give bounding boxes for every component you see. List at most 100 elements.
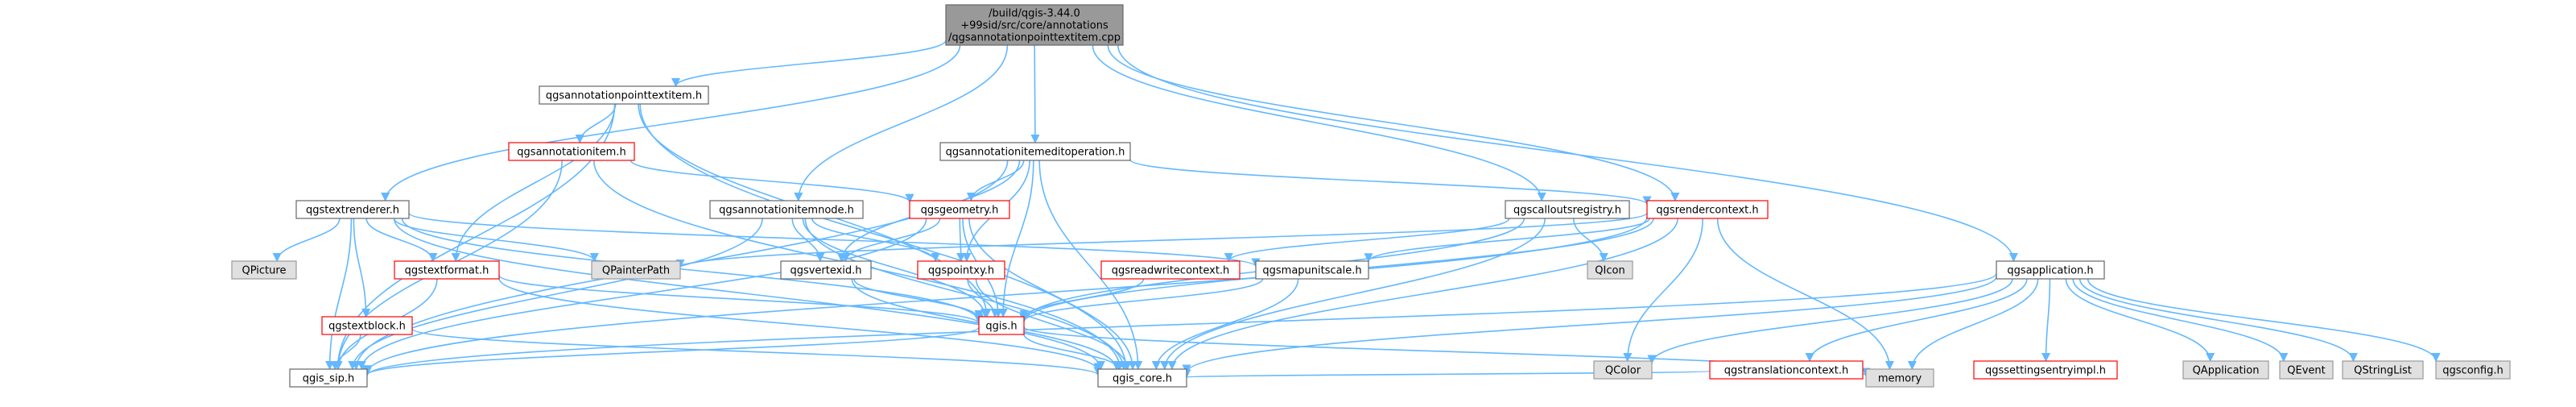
edge-textrenderer_h-to-qgis_sip_h — [324, 218, 353, 371]
edge-root-to-pointtextitem_h — [671, 39, 947, 88]
node-box — [2279, 360, 2334, 380]
node-label: QEvent — [2287, 365, 2325, 377]
node-label: qgsannotationitemnode.h — [719, 205, 854, 217]
node-label: QApplication — [2193, 365, 2260, 377]
node-itemeditop_h[interactable]: qgsannotationitemeditoperation.h — [939, 142, 1131, 161]
node-box — [2182, 360, 2269, 380]
edge-textformat_h-to-qgis_core_h — [498, 277, 1103, 372]
edge-application_h-to-qgsconfig_h — [2087, 278, 2441, 363]
node-label: /qgsannotationpointtextitem.cpp — [948, 32, 1121, 44]
edge-itemeditop_h-to-rendercontext_h — [1129, 159, 1652, 206]
edge-itemnode_h-to-pointxy_h — [811, 218, 940, 263]
edge-root-to-calloutsregistry_h — [1092, 44, 1546, 202]
node-qgis_sip_h[interactable]: qgis_sip.h — [289, 368, 368, 388]
edge-textrenderer_h-to-qgis_core_h — [393, 218, 1105, 371]
node-box — [939, 142, 1131, 161]
node-textformat_h[interactable]: qgstextformat.h — [394, 260, 500, 280]
edge-application_h-to-qcolor — [1647, 278, 2013, 364]
node-application_h[interactable]: qgsapplication.h — [1996, 260, 2105, 280]
node-qevent: QEvent — [2279, 360, 2334, 380]
node-box — [1593, 360, 1653, 380]
node-label: qgstextblock.h — [328, 321, 406, 333]
edge-application_h-to-qgis_core_h — [1182, 276, 1997, 374]
edge-annotationitem_h-to-geometry_h — [630, 160, 914, 203]
node-box — [1505, 200, 1630, 219]
edge-textblock_h-to-qgis_core_h — [411, 328, 1103, 376]
node-label: qgsapplication.h — [2007, 265, 2093, 277]
edge-application_h-to-qevent — [2072, 278, 2289, 363]
node-label: QIcon — [1595, 265, 1624, 277]
edge-rendercontext_h-to-memory — [1716, 218, 1894, 371]
node-translationcontext_h[interactable]: qgstranslationcontext.h — [1709, 360, 1864, 380]
edge-mapunitscale_h-to-qgis_h — [1019, 278, 1264, 323]
node-box — [1709, 360, 1864, 380]
node-label: qgsconfig.h — [2442, 365, 2503, 377]
edge-translationcontext_h-to-qgis_core_h — [1183, 368, 1711, 379]
node-settingsentryimpl_h[interactable]: qgssettingsentryimpl.h — [1973, 360, 2118, 380]
node-label: qgsvertexid.h — [790, 265, 861, 277]
node-label: qgstextformat.h — [405, 265, 489, 277]
node-box — [945, 4, 1124, 46]
node-itemnode_h[interactable]: qgsannotationitemnode.h — [709, 200, 864, 219]
edge-mapunitscale_h-to-qgis_core_h — [1151, 278, 1299, 371]
node-box — [1100, 260, 1241, 280]
node-root[interactable]: /build/qgis-3.44.0+99sid/src/core/annota… — [945, 4, 1124, 46]
node-vertexid_h[interactable]: qgsvertexid.h — [780, 260, 872, 280]
node-calloutsregistry_h[interactable]: qgscalloutsregistry.h — [1505, 200, 1630, 219]
node-pointxy_h[interactable]: qgspointxy.h — [917, 260, 1005, 280]
node-label: qgis_sip.h — [303, 373, 354, 385]
edge-textrenderer_h-to-textformat_h — [365, 218, 438, 263]
edge-readwritecontext_h-to-qgis_h — [1019, 278, 1145, 319]
edge-application_h-to-translationcontext_h — [1805, 278, 2028, 363]
node-rendercontext_h[interactable]: qgsrendercontext.h — [1646, 200, 1769, 219]
node-annotationitem_h[interactable]: qgsannotationitem.h — [508, 142, 635, 161]
node-label: QPicture — [242, 265, 287, 277]
node-label: qgscalloutsregistry.h — [1513, 205, 1621, 217]
node-qgis_core_h[interactable]: qgis_core.h — [1097, 368, 1187, 388]
node-box — [780, 260, 872, 280]
edge-rendercontext_h-to-qgis_core_h — [1167, 218, 1678, 371]
node-mapunitscale_h[interactable]: qgsmapunitscale.h — [1255, 260, 1369, 280]
edge-qgis_h-to-qgis_sip_h — [362, 326, 980, 376]
node-label: qgsmapunitscale.h — [1262, 265, 1361, 277]
edge-root-to-rendercontext_h — [1107, 44, 1680, 202]
edge-root-to-textrenderer_h — [381, 44, 961, 202]
node-box — [295, 200, 410, 219]
node-box — [1865, 368, 1934, 388]
node-qpainterpath: QPainterPath — [591, 260, 681, 280]
node-geometry_h[interactable]: qgsgeometry.h — [909, 200, 1010, 219]
node-memory: memory — [1865, 368, 1934, 388]
node-pointtextitem_h[interactable]: qgsannotationpointtextitem.h — [539, 85, 709, 105]
edge-application_h-to-qapplication — [2065, 278, 2215, 363]
node-box — [1097, 368, 1187, 388]
node-label: qgsgeometry.h — [921, 205, 999, 217]
node-label: +99sid/src/core/annotations — [960, 20, 1108, 32]
edge-calloutsregistry_h-to-qicon — [1572, 218, 1608, 263]
edge-pointxy_h-to-qgis_core_h — [975, 278, 1133, 371]
node-label: QStringList — [2354, 365, 2412, 377]
edge-application_h-to-settingsentryimpl_h — [2041, 278, 2051, 363]
edge-qgis_h-to-qgis_core_h — [1023, 334, 1123, 371]
node-box — [321, 316, 413, 335]
node-box — [2342, 360, 2424, 380]
edge-textrenderer_h-to-qpainterpath — [393, 218, 599, 263]
node-qstringlist: QStringList — [2342, 360, 2424, 380]
edge-itemnode_h-to-qgis_core_h — [804, 218, 1129, 371]
node-label: qgstranslationcontext.h — [1724, 365, 1849, 377]
node-qpicture: QPicture — [231, 260, 297, 280]
node-textblock_h[interactable]: qgstextblock.h — [321, 316, 413, 335]
edge-calloutsregistry_h-to-qgis_core_h — [1160, 218, 1546, 371]
edge-application_h-to-qgis_sip_h — [362, 272, 1997, 377]
edge-pointxy_h-to-qgis_h — [967, 278, 1000, 318]
node-box — [978, 316, 1025, 335]
node-label: qgspointxy.h — [928, 265, 994, 277]
node-label: qgis.h — [985, 321, 1017, 333]
node-label: qgsannotationitemeditoperation.h — [946, 147, 1125, 159]
node-readwritecontext_h[interactable]: qgsreadwritecontext.h — [1100, 260, 1241, 280]
node-textrenderer_h[interactable]: qgstextrenderer.h — [295, 200, 410, 219]
node-box — [591, 260, 681, 280]
node-label: /build/qgis-3.44.0 — [989, 8, 1080, 20]
node-qgis_h[interactable]: qgis.h — [978, 316, 1025, 335]
edge-textrenderer_h-to-mapunitscale_h — [408, 212, 1261, 268]
node-box — [508, 142, 635, 161]
